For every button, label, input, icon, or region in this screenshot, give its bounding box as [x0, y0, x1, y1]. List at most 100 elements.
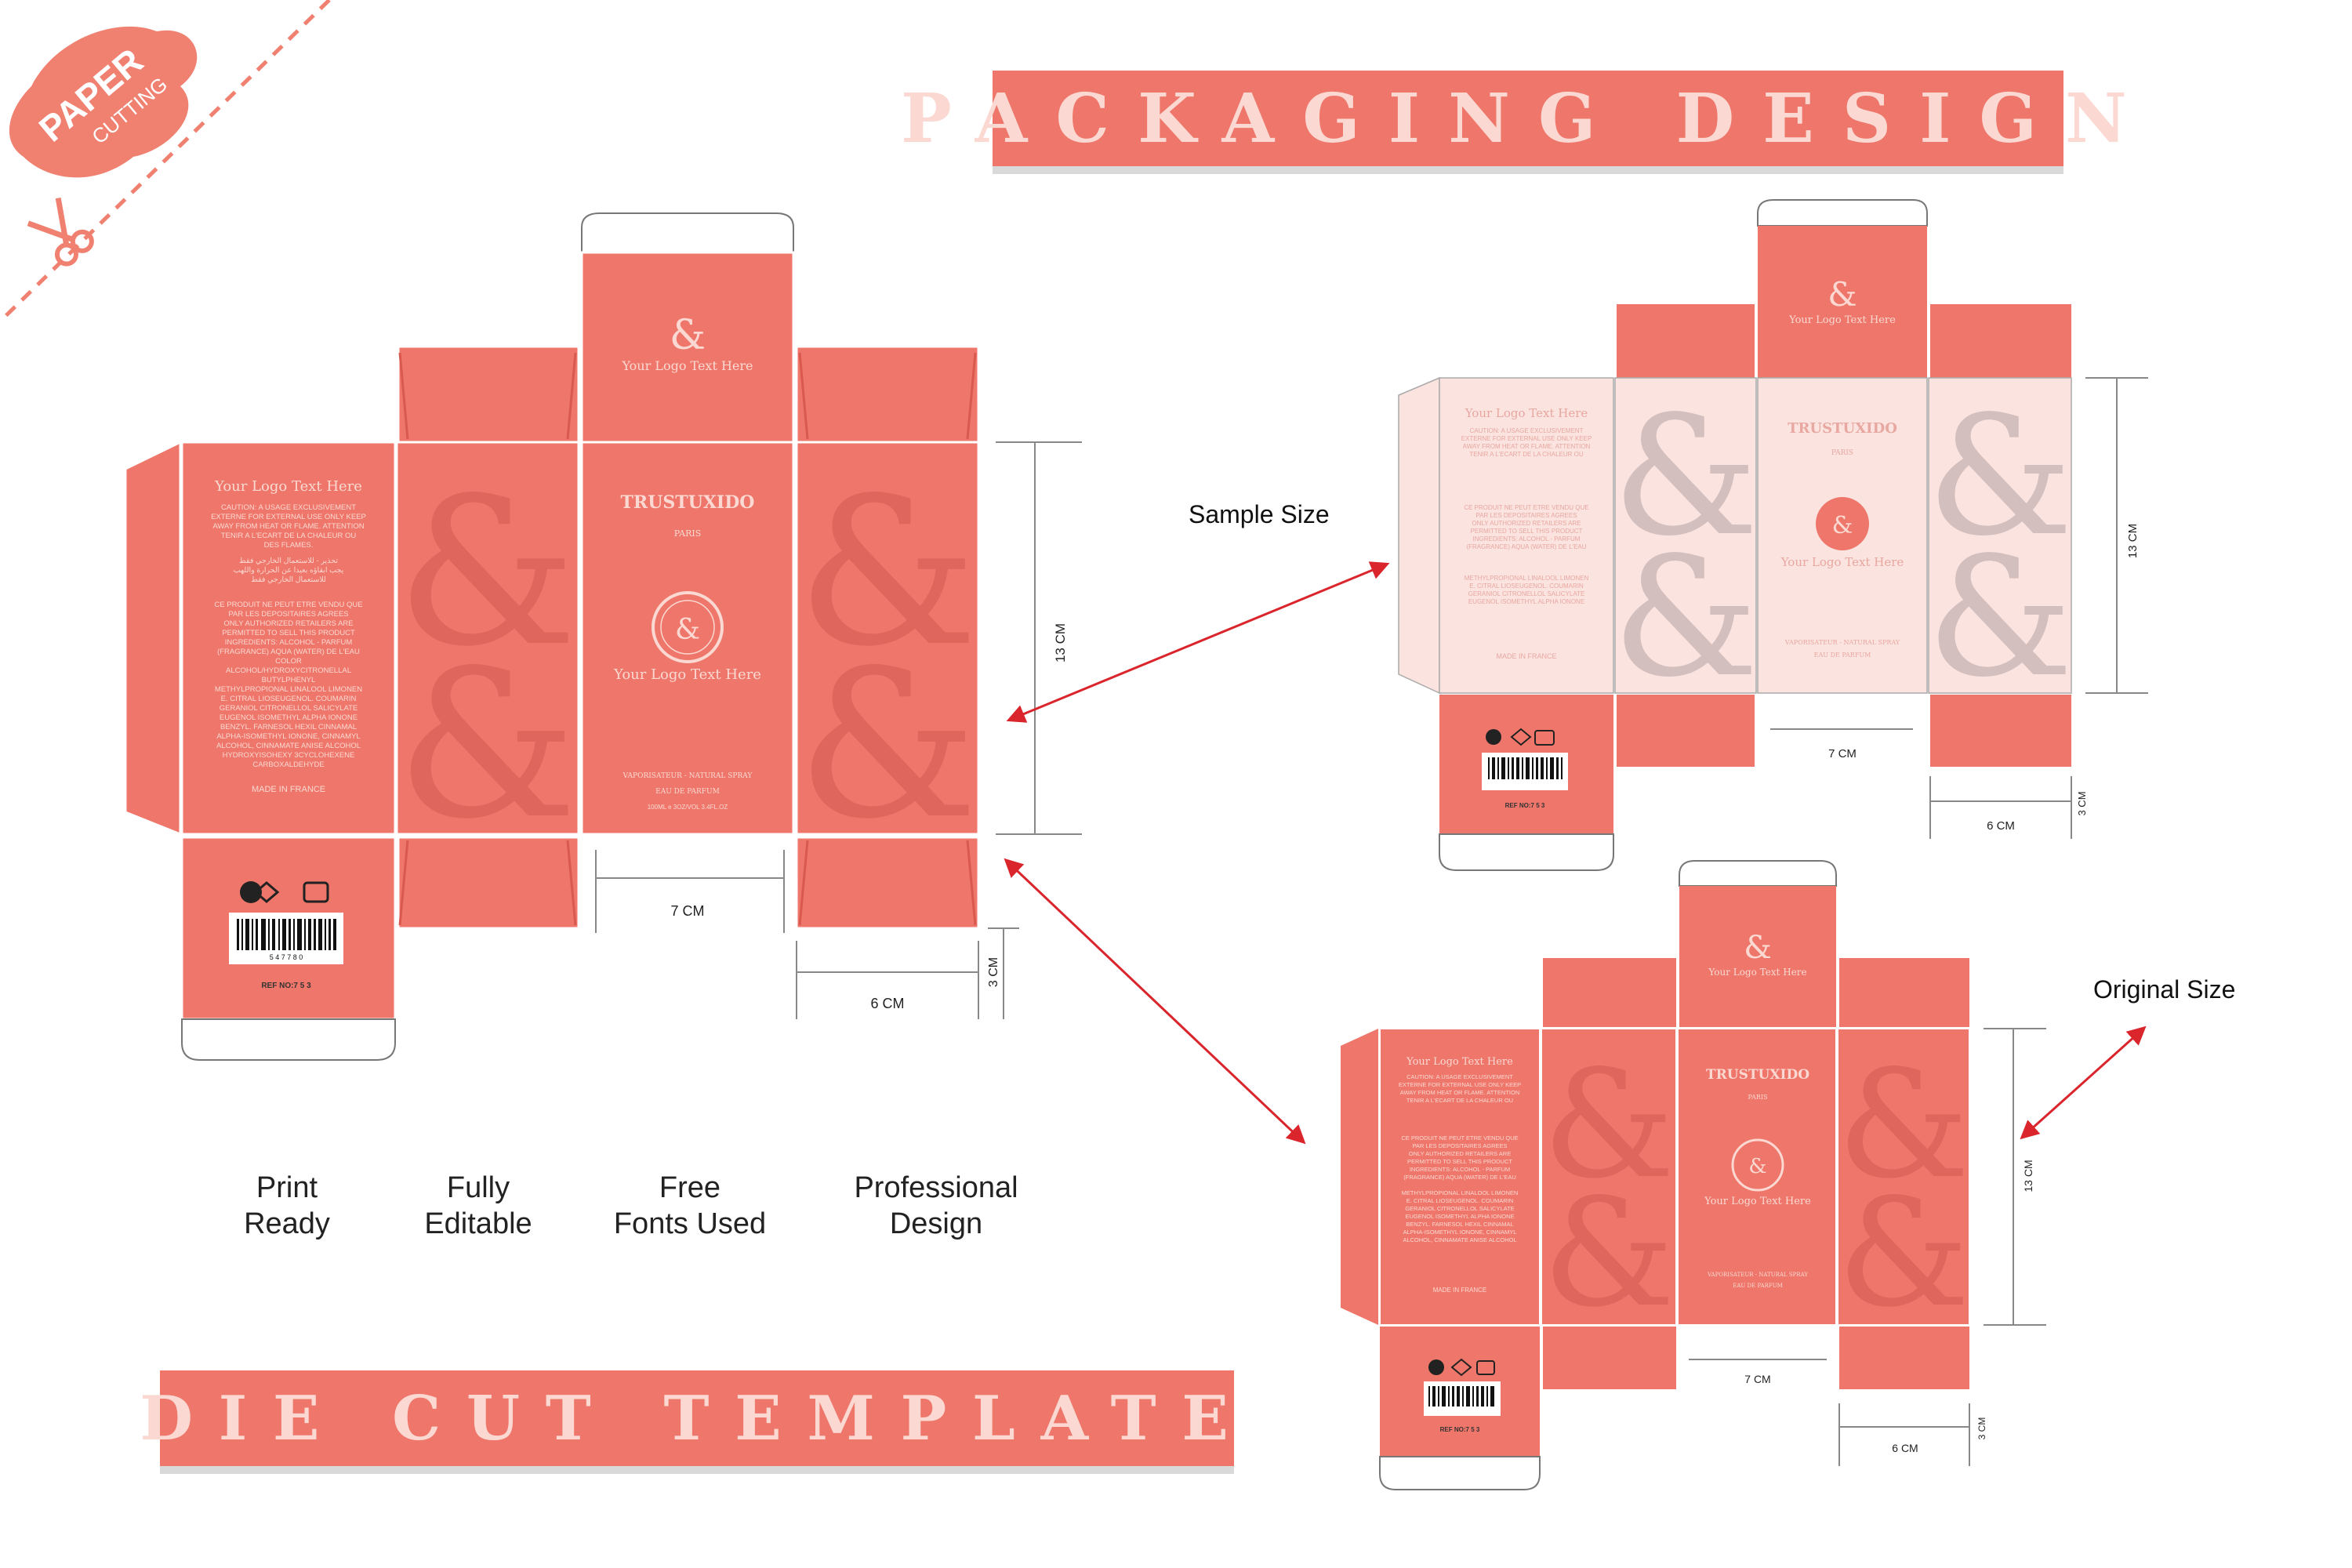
- back-logo-text: Your Logo Text Here: [214, 478, 362, 495]
- svg-text:تحذير - للاستعمال الخارجي فقط: تحذير - للاستعمال الخارجي فقط: [239, 557, 338, 565]
- scissors-icon: [27, 198, 94, 267]
- svg-text:13 CM: 13 CM: [2022, 1160, 2034, 1192]
- svg-text:للاستعمال الخارجي فقط: للاستعمال الخارجي فقط: [251, 575, 326, 584]
- panel-back: [180, 441, 397, 836]
- svg-text:&: &: [797, 455, 978, 691]
- ref-number: REF NO:7 5 3: [261, 982, 311, 990]
- svg-text:AWAY FROM HEAT OR FLAME. ATTEN: AWAY FROM HEAT OR FLAME. ATTENTION: [1400, 1089, 1520, 1096]
- sample-side-right: [1928, 377, 2072, 694]
- svg-text:EUGENOL ISOMETHYL ALPHA IONONE: EUGENOL ISOMETHYL ALPHA IONONE: [220, 713, 358, 722]
- svg-text:ALCOHOL/HYDROXYCITRONELLAL: ALCOHOL/HYDROXYCITRONELLAL: [226, 666, 351, 675]
- sample-dieline: & & & & & Your Logo Text Here TRUSTUXIDO…: [1398, 199, 2148, 871]
- svg-text:Your Logo Text Here: Your Logo Text Here: [1788, 314, 1896, 326]
- recycle-icons: [240, 881, 329, 903]
- svg-text:GERANIOL CITRONELLOL SALICYLAT: GERANIOL CITRONELLOL SALICYLATE: [220, 704, 358, 713]
- svg-text:E. CITRAL LIOSEUGENOL. COUMARI: E. CITRAL LIOSEUGENOL. COUMARIN: [1406, 1197, 1513, 1204]
- front-logo-text: Your Logo Text Here: [613, 666, 761, 683]
- svg-text:CAUTION: A USAGE EXCLUSIVEMENT: CAUTION: A USAGE EXCLUSIVEMENT: [221, 503, 356, 512]
- svg-text:&: &: [1828, 275, 1857, 314]
- svg-text:7 CM: 7 CM: [1828, 747, 1857, 760]
- lid-logo-icon: &: [670, 312, 706, 359]
- svg-text:7 CM: 7 CM: [1744, 1373, 1770, 1385]
- panel-front: [580, 441, 795, 836]
- panel-side-left: [395, 441, 580, 836]
- svg-text:GERANIOL CITRONELLOL SALICYLAT: GERANIOL CITRONELLOL SALICYLATE: [1468, 590, 1585, 597]
- svg-text:(FRAGRANCE) AQUA (WATER) DE L': (FRAGRANCE) AQUA (WATER) DE L'EAU: [1466, 543, 1586, 550]
- svg-text:EAU DE PARFUM: EAU DE PARFUM: [1733, 1283, 1783, 1289]
- front-seal-icon: &: [675, 614, 700, 646]
- svg-text:ONLY AUTHORIZED RETAILERS ARE: ONLY AUTHORIZED RETAILERS ARE: [223, 619, 353, 628]
- svg-text:DES FLAMES.: DES FLAMES.: [264, 541, 314, 550]
- svg-text:BENZYL. FARNESOL HEXIL CINNAMA: BENZYL. FARNESOL HEXIL CINNAMAL: [220, 723, 357, 731]
- front-brand: TRUSTUXIDO: [621, 492, 755, 513]
- bottom-dust-flap-right: [795, 836, 980, 930]
- brush-stroke-shape: [9, 26, 198, 178]
- original-front: [1677, 1028, 1837, 1326]
- sample-lid: [1758, 226, 1927, 378]
- glue-flap: [124, 440, 182, 837]
- svg-text:&: &: [396, 627, 577, 864]
- svg-text:CE PRODUIT NE PEUT ETRE VENDU: CE PRODUIT NE PEUT ETRE VENDU QUE: [214, 601, 362, 609]
- svg-text:EXTERNE FOR EXTERNAL USE ONLY: EXTERNE FOR EXTERNAL USE ONLY KEEP: [211, 513, 366, 521]
- barcode-bars: [237, 919, 336, 950]
- front-volume: 100ML e 3OZ/VOL 3.4FL.OZ: [648, 804, 728, 811]
- svg-text:&: &: [1542, 1038, 1675, 1211]
- svg-text:TENIR A L'ECART DE LA CHALEUR: TENIR A L'ECART DE LA CHALEUR OU: [1469, 451, 1584, 458]
- svg-text:&: &: [1748, 1155, 1766, 1178]
- svg-text:&: &: [396, 455, 577, 691]
- svg-text:METHYLPROPIONAL LINALOOL LIMON: METHYLPROPIONAL LINALOOL LIMONEN: [215, 685, 362, 694]
- svg-text:E. CITRAL LIOSEUGENOL. COUMARI: E. CITRAL LIOSEUGENOL. COUMARIN: [221, 695, 357, 703]
- svg-text:PERMITTED TO SELL THIS PRODUCT: PERMITTED TO SELL THIS PRODUCT: [1407, 1158, 1512, 1165]
- svg-text:PAR LES DEPOSITAIRES AGREES: PAR LES DEPOSITAIRES AGREES: [1412, 1142, 1507, 1149]
- sample-back: [1439, 377, 1614, 694]
- bottom-tuck-flap: [181, 1018, 396, 1061]
- front-city: PARIS: [674, 528, 702, 539]
- top-lid-panel: [580, 251, 795, 444]
- svg-text:PARIS: PARIS: [1748, 1094, 1767, 1101]
- svg-text:(FRAGRANCE) AQUA (WATER) DE L': (FRAGRANCE) AQUA (WATER) DE L'EAU: [1403, 1174, 1516, 1181]
- panel-side-right: [795, 441, 980, 836]
- sample-dust-right: [1930, 304, 2071, 378]
- svg-text:&: &: [1613, 521, 1759, 713]
- svg-text:(FRAGRANCE) AQUA (WATER) DE L': (FRAGRANCE) AQUA (WATER) DE L'EAU: [217, 648, 360, 656]
- svg-text:HYDROXYISOHEXY 3CYCLOHEXENE: HYDROXYISOHEXY 3CYCLOHEXENE: [223, 751, 355, 760]
- svg-text:PERMITTED TO SELL THIS PRODUCT: PERMITTED TO SELL THIS PRODUCT: [222, 629, 355, 637]
- dim-depth: 6 CM: [870, 996, 904, 1011]
- svg-text:&: &: [1837, 1038, 1969, 1211]
- svg-text:EXTERNE FOR EXTERNAL USE ONLY: EXTERNE FOR EXTERNAL USE ONLY KEEP: [1461, 435, 1592, 442]
- svg-text:AWAY FROM HEAT OR FLAME. ATTEN: AWAY FROM HEAT OR FLAME. ATTENTION: [1463, 443, 1591, 450]
- svg-text:MADE IN FRANCE: MADE IN FRANCE: [1433, 1287, 1486, 1294]
- dim-width: 7 CM: [670, 903, 704, 919]
- svg-text:6 CM: 6 CM: [1987, 819, 2015, 833]
- svg-text:VAPORISATEUR - NATURAL SPRAY: VAPORISATEUR - NATURAL SPRAY: [1707, 1272, 1808, 1278]
- svg-text:METHYLPROPIONAL LINALOOL LIMON: METHYLPROPIONAL LINALOOL LIMONEN: [1465, 575, 1589, 582]
- svg-text:EAU DE PARFUM: EAU DE PARFUM: [1814, 652, 1871, 659]
- svg-text:&: &: [1613, 380, 1759, 572]
- svg-text:PARIS: PARIS: [1831, 449, 1853, 457]
- back-made-in: MADE IN FRANCE: [252, 785, 325, 794]
- svg-text:BENZYL. FARNESOL HEXIL CINNAMA: BENZYL. FARNESOL HEXIL CINNAMAL: [1406, 1221, 1513, 1228]
- svg-text:GERANIOL CITRONELLOL SALICYLAT: GERANIOL CITRONELLOL SALICYLATE: [1405, 1205, 1514, 1212]
- svg-text:Your Logo Text Here: Your Logo Text Here: [1708, 967, 1806, 978]
- svg-text:ALCOHOL, CINNAMATE ANISE ALCOH: ALCOHOL, CINNAMATE ANISE ALCOHOL: [1403, 1236, 1516, 1243]
- arrow-original-size: [2020, 1025, 2147, 1140]
- svg-text:EUGENOL ISOMETHYL ALPHA IONONE: EUGENOL ISOMETHYL ALPHA IONONE: [1405, 1213, 1514, 1220]
- svg-text:&: &: [1927, 521, 2074, 713]
- svg-text:AWAY FROM HEAT OR FLAME. ATTEN: AWAY FROM HEAT OR FLAME. ATTENTION: [212, 522, 364, 531]
- svg-text:13 CM: 13 CM: [2126, 524, 2140, 558]
- top-tuck-flap: [581, 212, 794, 253]
- svg-text:EUGENOL ISOMETHYL ALPHA IONONE: EUGENOL ISOMETHYL ALPHA IONONE: [1468, 598, 1584, 605]
- front-spray: VAPORISATEUR - NATURAL SPRAY: [622, 772, 753, 780]
- svg-text:&: &: [797, 627, 978, 864]
- arrow-to-original: [1004, 858, 1306, 1145]
- headline-banner: PACKAGING DESIGN: [901, 71, 2127, 166]
- original-back: [1379, 1028, 1541, 1326]
- original-dieline: & & & & & Your Logo Text Here TRUSTUXIDO…: [1341, 860, 2046, 1490]
- svg-text:3 CM: 3 CM: [1976, 1417, 1987, 1440]
- svg-text:ALCOHOL, CINNAMATE ANISE ALCOH: ALCOHOL, CINNAMATE ANISE ALCOHOL: [216, 742, 361, 750]
- main-dieline: & & & & & Your Logo Text Here TRUSTUXIDO…: [124, 212, 1082, 1061]
- back-info: CAUTION: A USAGE EXCLUSIVEMENT EXTERNE F…: [211, 503, 366, 769]
- svg-text:Your Logo Text Here: Your Logo Text Here: [1465, 406, 1588, 420]
